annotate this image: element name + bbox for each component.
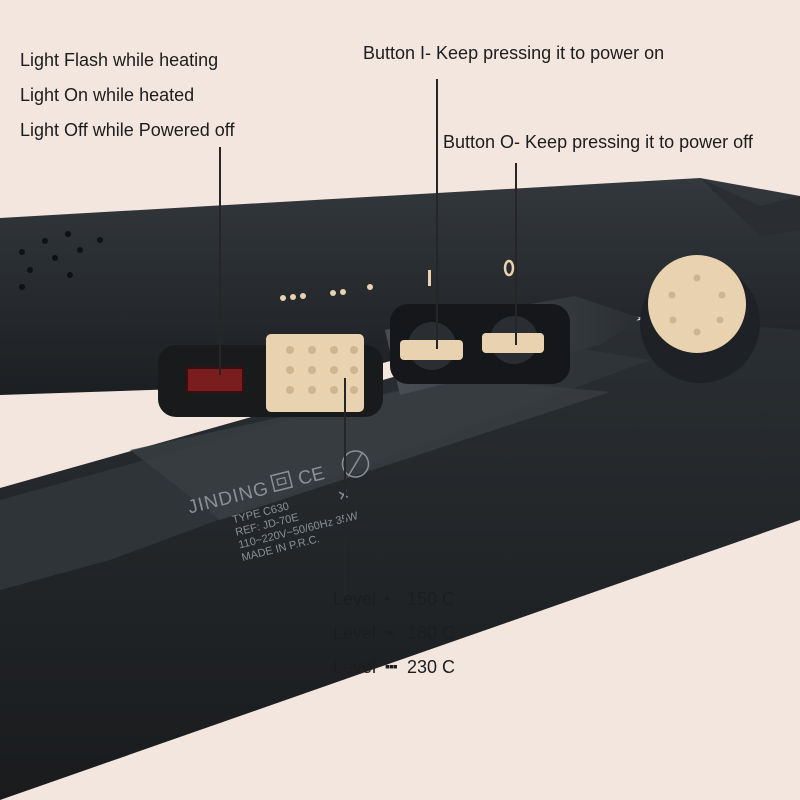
light-note-on: Light On while heated [20, 85, 195, 105]
no-water-icon [341, 450, 370, 478]
button-off-note: Button O- Keep pressing it to power off [443, 132, 753, 152]
lower-arm [0, 300, 800, 800]
temperature-keypad[interactable] [266, 334, 364, 412]
light-note-off: Light Off while Powered off [20, 120, 235, 140]
level-pointer-line [344, 378, 346, 600]
power-off-symbol [503, 259, 515, 277]
hinge-dial [640, 255, 760, 383]
label-panel [130, 378, 610, 520]
level-row: Level▪150 C [333, 589, 456, 609]
power-on-button[interactable] [400, 322, 463, 370]
button-off-pointer-line [515, 163, 517, 345]
indicator-light [186, 367, 244, 393]
button-on-note: Button I- Keep pressing it to power on [363, 43, 665, 63]
light-note-flash: Light Flash while heating [20, 50, 219, 70]
light-pointer-line [219, 147, 221, 375]
heat-level-dots [280, 284, 373, 301]
weee-icon: ✕ [336, 486, 351, 504]
vent-holes [19, 231, 103, 290]
power-off-button[interactable] [482, 316, 544, 364]
level-row: Level▪▪▪230 C [333, 657, 456, 677]
class-ii-icon [269, 470, 294, 493]
button-on-pointer-line [436, 79, 438, 349]
power-on-symbol [428, 270, 431, 286]
level-row: Level▪▪180 C [333, 623, 456, 643]
